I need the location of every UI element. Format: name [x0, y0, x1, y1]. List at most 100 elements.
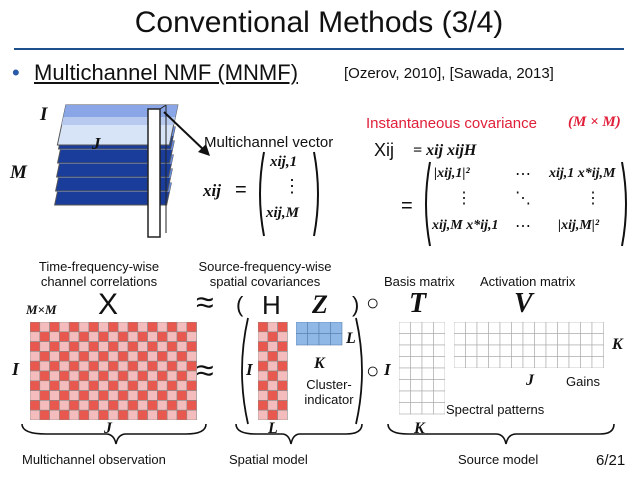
- matrix-cell: [147, 322, 158, 333]
- matrix-cell: [88, 409, 99, 420]
- matrix-cell: [591, 333, 604, 346]
- matrix-cell: [410, 333, 423, 346]
- bullet-references: [Ozerov, 2010], [Sawada, 2013]: [344, 65, 554, 82]
- matrix-cell: [267, 322, 278, 333]
- matrix-cell: [39, 322, 50, 333]
- matrix-cell: [545, 322, 558, 334]
- matrix-cell: [127, 341, 139, 352]
- matrix-cell: [39, 400, 50, 411]
- matrix-cell-3-1: xij,M x*ij,1: [432, 218, 499, 233]
- instantaneous-covariance-label: Instantaneous covariance: [366, 115, 537, 132]
- source-caption: Source model: [458, 452, 539, 467]
- matrix-cell: [568, 344, 581, 357]
- matrix-cell: [59, 400, 70, 411]
- matrix-cell: [98, 390, 109, 401]
- matrix-cell: [421, 367, 434, 380]
- matrix-cell: [147, 370, 158, 382]
- matrix-cell: [186, 322, 197, 333]
- matrix-cell: [68, 322, 80, 333]
- matrix-cell: [488, 322, 501, 334]
- matrix-cell-1-3: xij,1 x*ij,M: [549, 166, 616, 181]
- matrix-cell: [433, 402, 445, 415]
- matrix-cell: [421, 356, 434, 369]
- matrix-cell: [157, 322, 168, 333]
- matrix-cell: [117, 409, 129, 420]
- covariance-symbol: Xij: [374, 140, 395, 160]
- H-matrix: [258, 322, 288, 420]
- matrix-cell: [88, 390, 99, 401]
- matrix-cell: [267, 380, 278, 391]
- matrix-cell: [157, 400, 168, 411]
- matrix-cell: [68, 400, 80, 411]
- matrix-cell: [98, 341, 109, 352]
- matrix-cell: [568, 356, 581, 368]
- matrix-cell: [186, 341, 197, 352]
- matrix-cell: [30, 331, 41, 342]
- matrix-cell: [137, 331, 148, 342]
- matrix-cell: [499, 322, 512, 334]
- matrix-cell: [258, 351, 269, 362]
- Z-K-label: K: [314, 355, 325, 372]
- matrix-cell: [39, 360, 50, 372]
- matrix-cell: [421, 390, 434, 403]
- matrix-cell: [488, 344, 501, 357]
- cluster-indicator-label: Cluster- indicator: [294, 377, 364, 407]
- matrix-cell: [117, 400, 129, 411]
- matrix-cell-2-3: ⋮: [585, 190, 601, 207]
- matrix-cell: [307, 333, 320, 346]
- source-brace: [387, 423, 615, 445]
- matrix-cell: [511, 333, 524, 346]
- matrix-cell: [88, 360, 99, 372]
- matrix-cell: [166, 331, 178, 342]
- matrix-cell: [258, 331, 269, 342]
- tf-correlations-label: Time-frequency-wise channel correlations: [24, 259, 174, 289]
- T-K-label: K: [414, 420, 425, 437]
- matrix-cell: [277, 380, 288, 391]
- matrix-cell: [296, 322, 308, 334]
- matrix-cell: [399, 402, 411, 415]
- observation-caption: Multichannel observation: [22, 452, 166, 467]
- matrix-cell: [88, 351, 99, 362]
- spatial-I-label: I: [246, 360, 253, 379]
- V-activation-matrix: [454, 322, 604, 368]
- matrix-cell: [454, 322, 466, 334]
- matrix-cell: [267, 331, 278, 342]
- matrix-cell: [545, 344, 558, 357]
- matrix-cell: [147, 409, 158, 420]
- matrix-cell: [39, 341, 50, 352]
- matrix-cell: [410, 379, 423, 392]
- matrix-cell: [522, 356, 535, 368]
- basis-matrix-label: Basis matrix: [384, 274, 455, 289]
- matrix-cell: [30, 370, 41, 382]
- matrix-cell: [59, 331, 70, 342]
- matrix-cell: [258, 409, 269, 420]
- matrix-cell: [568, 333, 581, 346]
- matrix-cell: [147, 360, 158, 372]
- matrix-cell: [267, 360, 278, 372]
- matrix-cell: [157, 360, 168, 372]
- matrix-cell: [433, 367, 445, 380]
- matrix-cell: [127, 331, 139, 342]
- matrix-cell: [49, 341, 60, 352]
- matrix-cell: [522, 333, 535, 346]
- matrix-cell: [117, 322, 129, 333]
- matrix-cell: [277, 400, 288, 411]
- matrix-cell: [59, 370, 70, 382]
- matrix-cell: [147, 380, 158, 391]
- matrix-cell: [49, 390, 60, 401]
- matrix-cell: [137, 370, 148, 382]
- matrix-cell: [399, 367, 411, 380]
- matrix-cell: [465, 344, 478, 357]
- bullet-main-text: Multichannel NMF (MNMF): [34, 60, 299, 85]
- matrix-cell: [78, 322, 90, 333]
- T-basis-matrix: [399, 322, 445, 415]
- V-symbol: V: [514, 288, 533, 319]
- covariance-definition: = xij xijH: [413, 142, 477, 159]
- spatial-model-parens: [241, 317, 363, 425]
- matrix-cell: [127, 390, 139, 401]
- matrix-cell: [39, 370, 50, 382]
- matrix-cell: [59, 409, 70, 420]
- matrix-cell: [98, 370, 109, 382]
- matrix-cell: [166, 351, 178, 362]
- spatial-brace: [235, 423, 363, 445]
